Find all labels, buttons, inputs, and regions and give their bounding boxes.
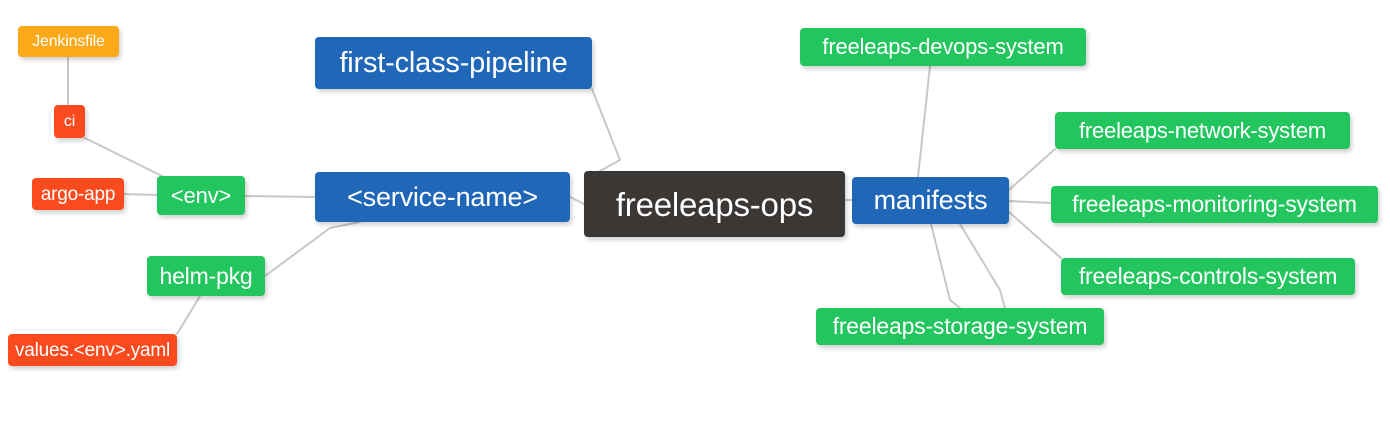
node-label: argo-app bbox=[40, 183, 116, 205]
mindmap-node-manifests[interactable]: manifests bbox=[852, 177, 1009, 224]
mindmap-node-jenkinsfile[interactable]: Jenkinsfile bbox=[18, 26, 119, 57]
edge-service-to-helm bbox=[264, 221, 361, 277]
node-label: manifests bbox=[873, 185, 988, 215]
node-label: Jenkinsfile bbox=[32, 32, 105, 50]
node-label: <env> bbox=[170, 182, 232, 208]
edge-root-to-pipeline bbox=[591, 88, 621, 172]
mindmap-node-values[interactable]: values.<env>.yaml bbox=[8, 334, 177, 366]
node-label: ci bbox=[63, 112, 76, 130]
edge-manifests-to-devops bbox=[917, 65, 931, 178]
mindmap-node-env[interactable]: <env> bbox=[157, 176, 245, 215]
node-label: helm-pkg bbox=[159, 262, 253, 289]
mindmap-node-monitoring[interactable]: freeleaps-monitoring-system bbox=[1051, 186, 1378, 223]
edge-env-to-argo bbox=[123, 193, 158, 196]
edge-env-to-ci bbox=[84, 137, 171, 181]
edge-manifests-to-storage bbox=[959, 223, 1006, 309]
node-label: freeleaps-controls-system bbox=[1078, 263, 1338, 289]
edge-manifests-to-network bbox=[1008, 148, 1056, 191]
node-label: freeleaps-ops bbox=[615, 185, 814, 223]
mindmap-node-ci[interactable]: ci bbox=[54, 105, 85, 138]
mindmap-node-network[interactable]: freeleaps-network-system bbox=[1055, 112, 1350, 149]
edge-root-to-service bbox=[569, 196, 585, 205]
node-label: freeleaps-monitoring-system bbox=[1072, 191, 1357, 217]
mindmap-node-pipeline[interactable]: first-class-pipeline bbox=[315, 37, 592, 89]
mindmap-node-root[interactable]: freeleaps-ops bbox=[584, 171, 845, 237]
node-label: <service-name> bbox=[347, 181, 538, 212]
mindmap-node-devops[interactable]: freeleaps-devops-system bbox=[800, 28, 1086, 66]
edge-service-to-env bbox=[244, 195, 316, 198]
node-label: first-class-pipeline bbox=[339, 46, 568, 79]
node-label: values.<env>.yaml bbox=[14, 339, 171, 361]
node-label: freeleaps-network-system bbox=[1078, 117, 1327, 143]
mindmap-node-argo[interactable]: argo-app bbox=[32, 178, 124, 210]
mindmap-node-helm[interactable]: helm-pkg bbox=[147, 256, 265, 296]
edge-manifests-to-monitoring bbox=[1008, 200, 1052, 204]
edge-manifests-to-storage2 bbox=[930, 223, 961, 309]
edge-helm-to-values bbox=[176, 295, 201, 335]
node-label: freeleaps-storage-system bbox=[832, 313, 1088, 339]
mindmap-node-storage[interactable]: freeleaps-storage-system bbox=[816, 308, 1104, 345]
mindmap-node-service[interactable]: <service-name> bbox=[315, 172, 570, 222]
mindmap-node-controls[interactable]: freeleaps-controls-system bbox=[1061, 258, 1355, 295]
node-label: freeleaps-devops-system bbox=[822, 34, 1064, 59]
